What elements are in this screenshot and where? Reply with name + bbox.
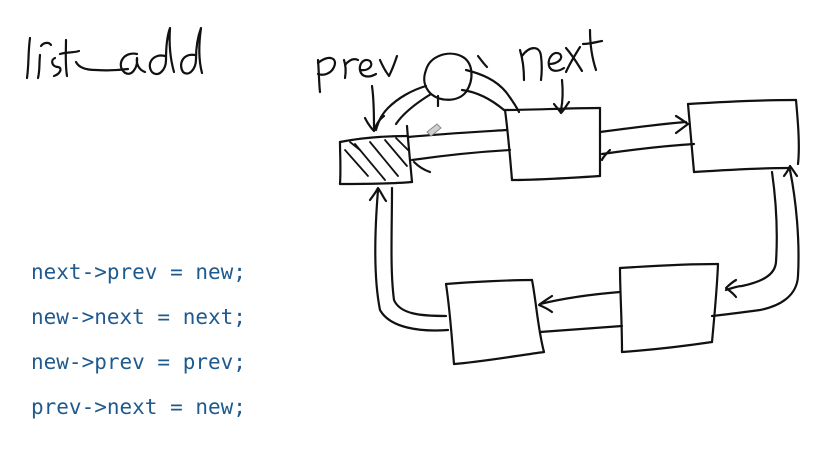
node-bottom-left xyxy=(444,278,546,366)
prev-pointer-arrow xyxy=(363,84,386,133)
top-links xyxy=(406,114,696,174)
next-label: next xyxy=(518,28,604,82)
right-links xyxy=(710,164,800,318)
code-snippet: next->prev = new; new->next = next; new-… xyxy=(31,250,246,430)
node-top-right xyxy=(686,98,800,174)
code-line-4: prev->next = new; xyxy=(31,395,246,419)
title-handwriting: list_add xyxy=(25,26,204,80)
node-prev-hatched xyxy=(338,124,414,186)
pencil-cursor-icon xyxy=(426,123,442,137)
node-bottom-right xyxy=(618,262,720,354)
code-line-2: new->next = next; xyxy=(31,305,246,329)
left-links xyxy=(368,186,450,332)
code-line-1: next->prev = new; xyxy=(31,260,246,284)
node-next xyxy=(503,106,602,182)
code-line-3: new->prev = prev; xyxy=(31,350,246,374)
prev-label: prev xyxy=(316,54,399,94)
new-node-bubble xyxy=(374,52,521,132)
bottom-links xyxy=(537,290,624,334)
next-pointer-arrow xyxy=(552,78,571,115)
